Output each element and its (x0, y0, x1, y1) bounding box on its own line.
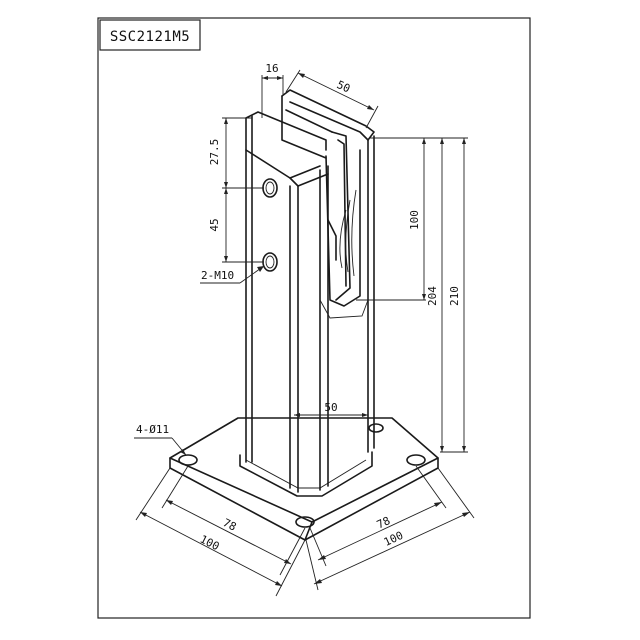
dim-hole-offsets: 27.5 45 (208, 117, 264, 263)
dim-clamp-height-label: 100 (408, 210, 421, 230)
base-plate (169, 417, 439, 541)
base-hole-front (295, 516, 315, 528)
dim-clamp-width: 50 (285, 69, 379, 129)
dim-hole-spacing-label: 45 (208, 218, 221, 231)
base-hole-right (406, 454, 426, 466)
dim-base-size-left-label: 100 (198, 533, 222, 554)
base-hole-back (368, 423, 384, 433)
dim-base-left: 78 100 (135, 465, 306, 597)
hole-callout: 2-M10 (200, 265, 265, 284)
dim-slot-width: 16 (261, 62, 284, 118)
dim-heights: 100 204 210 (356, 137, 468, 453)
base-hole-callout-label: 4-Ø11 (136, 423, 169, 436)
dim-hole-top-label: 27.5 (208, 139, 221, 166)
dim-base-right: 78 100 (305, 465, 475, 591)
dim-slot-width-label: 16 (265, 62, 278, 75)
base-hole-callout: 4-Ø11 (134, 423, 187, 456)
dim-hole-pitch-right-label: 78 (375, 514, 393, 531)
dim-clamp-width-label: 50 (335, 78, 352, 95)
title-block: SSC2121M5 (99, 19, 201, 51)
post (245, 89, 375, 493)
model-number: SSC2121M5 (110, 29, 190, 45)
base-hole-left (178, 454, 198, 466)
drawing-frame (97, 17, 531, 619)
hole-callout-label: 2-M10 (201, 269, 234, 282)
dim-base-size-right-label: 100 (382, 529, 406, 549)
dim-hole-pitch-left-label: 78 (221, 516, 239, 534)
dim-post-height-label: 204 (426, 286, 439, 306)
dim-total-height-label: 210 (448, 286, 461, 306)
dim-post-width: 50 (294, 401, 368, 417)
dim-post-width-label: 50 (324, 401, 337, 414)
